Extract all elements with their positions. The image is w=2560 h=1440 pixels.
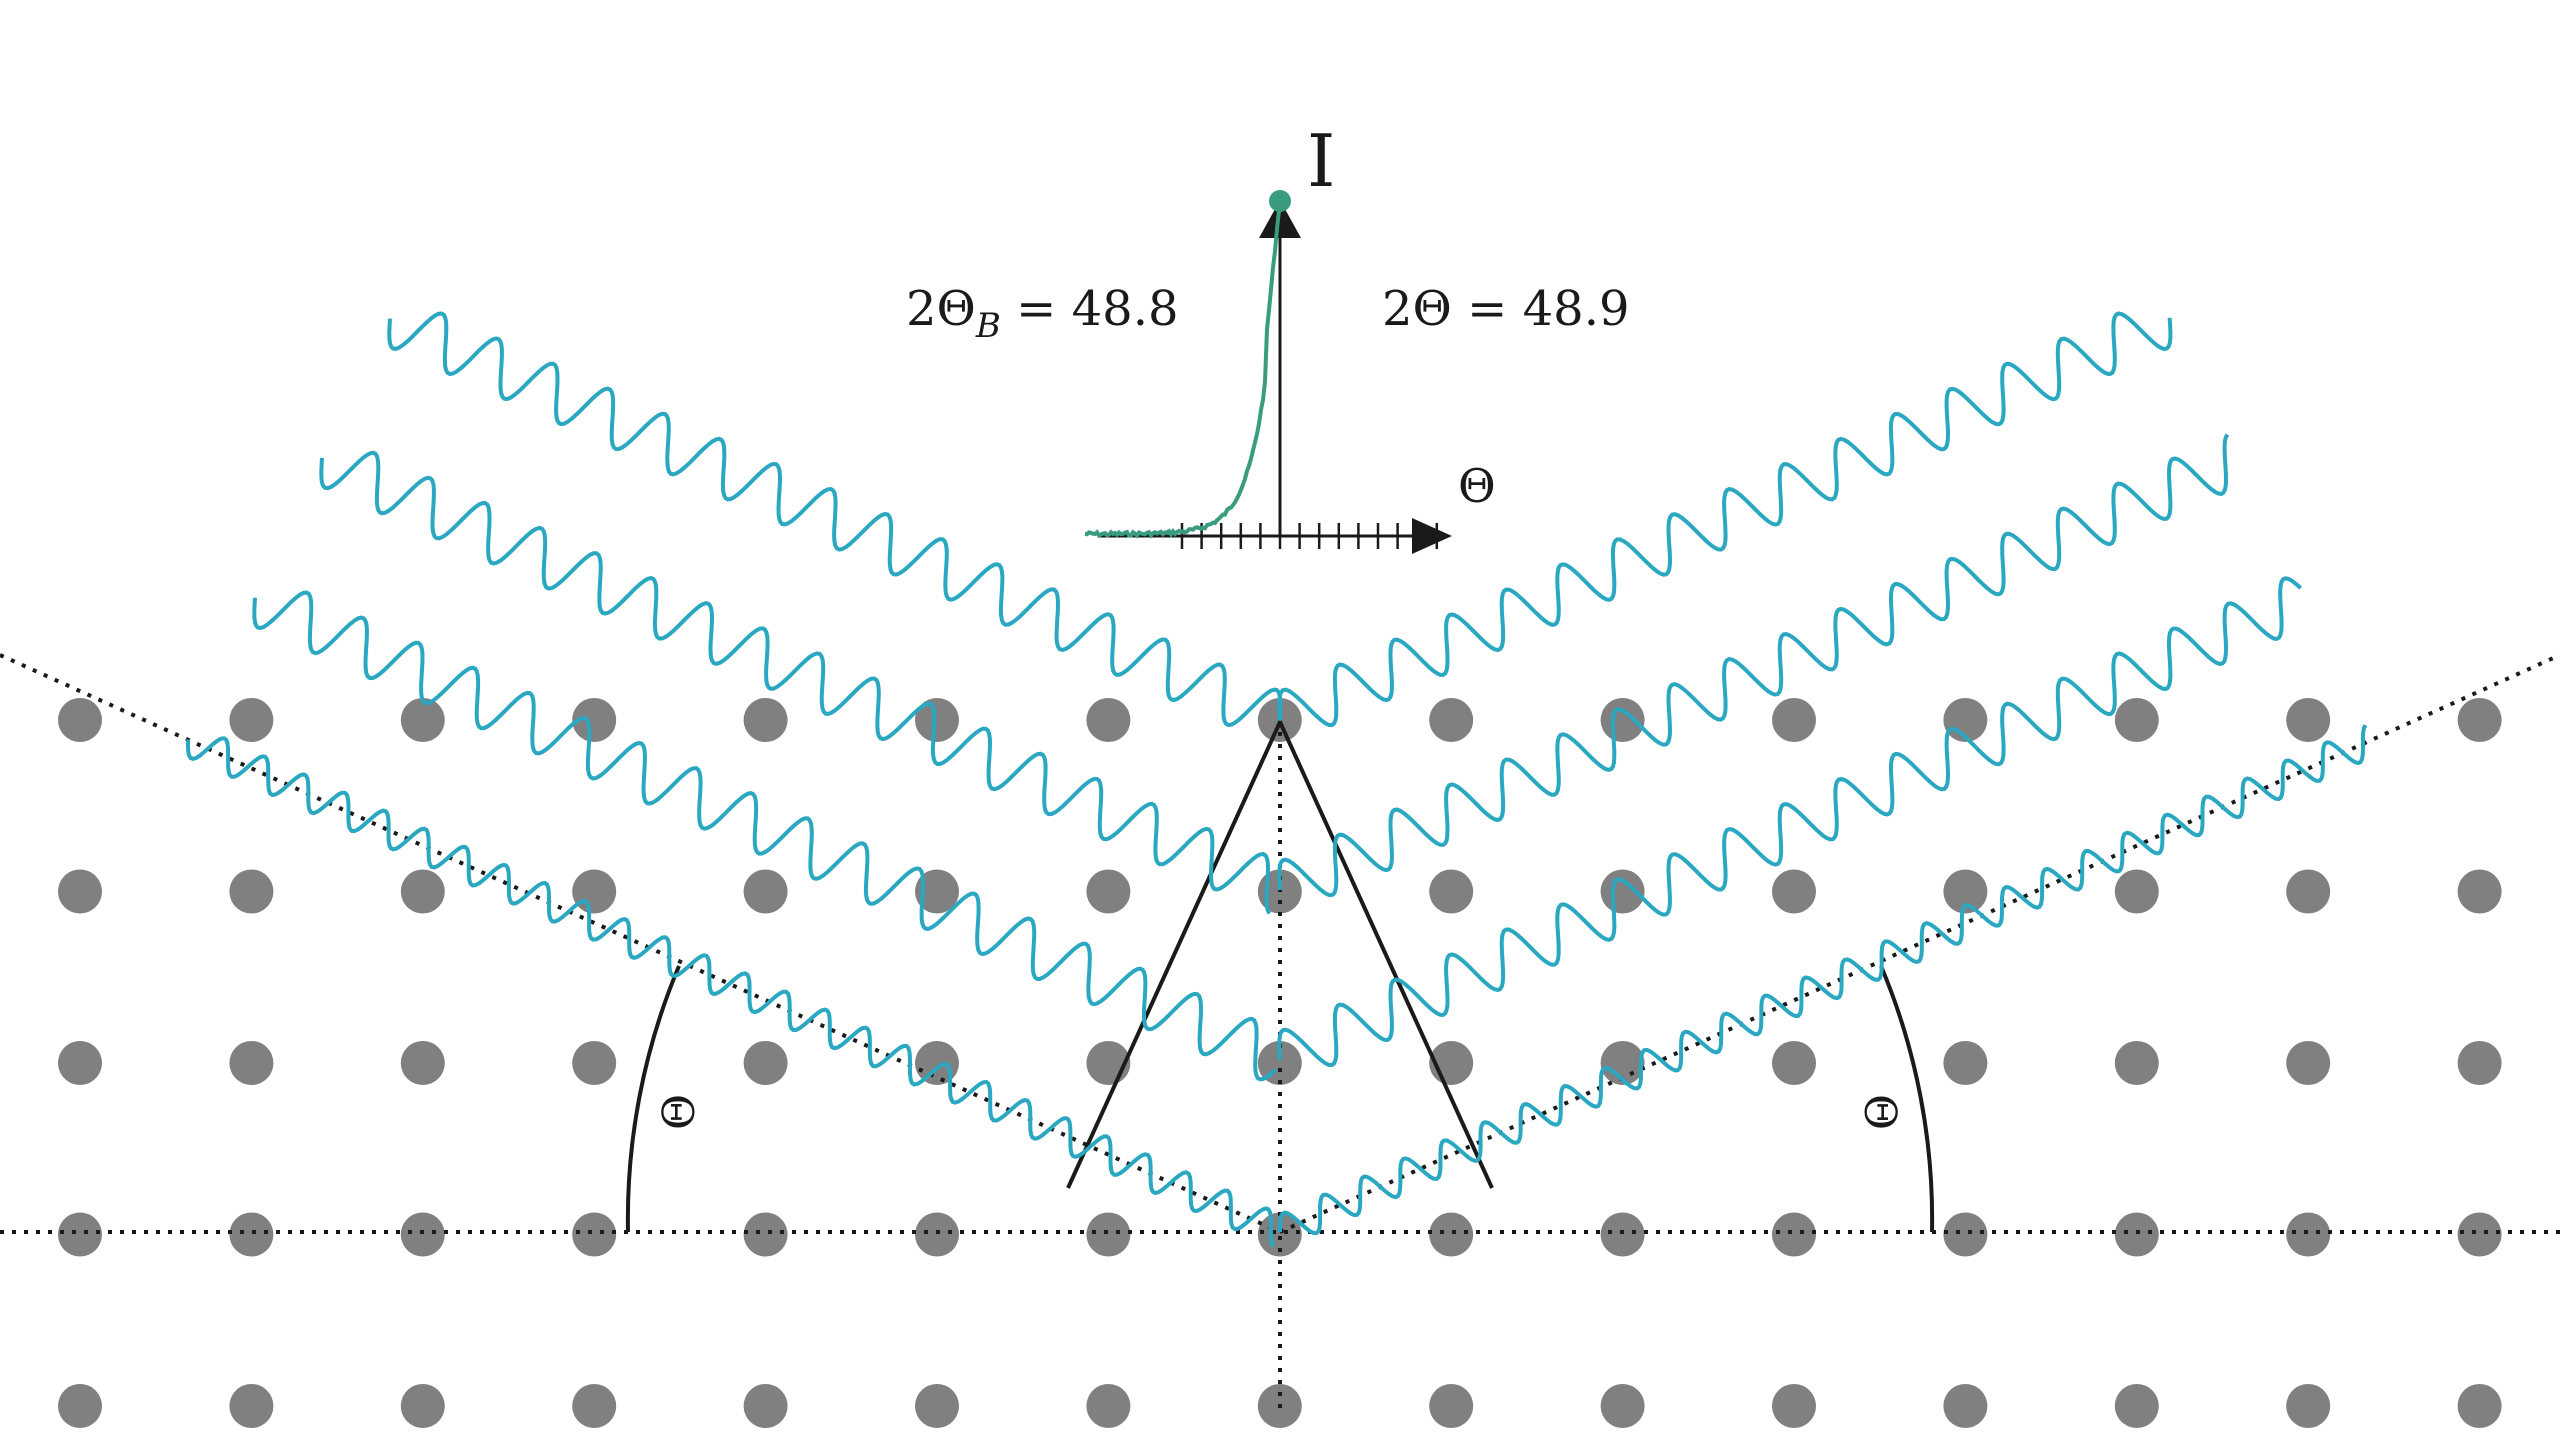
bragg-angle-equation: 2ΘB = 48.8 — [906, 281, 1179, 346]
lattice-atom — [1600, 1212, 1645, 1257]
lattice-atom — [1772, 869, 1816, 914]
reflected-wave — [1277, 311, 2173, 728]
x-ray-waves — [186, 311, 2368, 1248]
lattice-atom — [2114, 869, 2159, 914]
lattice-atom — [2286, 1384, 2331, 1428]
crystal-lattice — [58, 698, 2502, 1428]
lattice-atom — [1086, 698, 1131, 742]
peak-marker — [1269, 190, 1291, 212]
reflected-wave — [1277, 576, 2302, 1068]
lattice-atom — [1772, 698, 1816, 742]
lattice-atom — [1257, 1212, 1302, 1257]
lattice-atom — [743, 1041, 788, 1085]
lattice-atom — [1943, 869, 1988, 914]
lattice-atom — [1943, 1041, 1988, 1085]
lattice-atom — [743, 1212, 788, 1257]
lattice-atom — [2457, 698, 2502, 742]
lattice-atom — [1086, 869, 1131, 914]
lattice-atom — [58, 1384, 102, 1428]
bragg-angle-subscript: B — [975, 306, 1001, 346]
lattice-atom — [58, 1041, 102, 1085]
lattice-atom — [1772, 1384, 1816, 1428]
lattice-atom — [2286, 1041, 2331, 1085]
lattice-atom — [400, 1041, 445, 1085]
incident-wave — [252, 590, 1277, 1082]
cone-line-left — [1066, 721, 1282, 1189]
intensity-inset-plot: I Θ — [1084, 119, 1496, 554]
lattice-atom — [2114, 698, 2159, 742]
lattice-atom — [572, 1041, 617, 1085]
lattice-atom — [1943, 1212, 1988, 1257]
lattice-atom — [915, 698, 959, 742]
lattice-atom — [1943, 1384, 1988, 1428]
lattice-atom — [572, 1384, 617, 1428]
lattice-atom — [400, 698, 445, 742]
reflected-wave — [1278, 724, 2368, 1236]
bragg-angle-equation-main: 2Θ — [906, 281, 976, 337]
incident-wave — [186, 736, 1276, 1248]
angle-label-right: Θ — [1854, 1094, 1905, 1130]
lattice-atom — [915, 1212, 959, 1257]
lattice-atom — [2114, 1384, 2159, 1428]
lattice-atom — [58, 698, 102, 742]
inset-y-axis-label: I — [1307, 119, 1335, 203]
bragg-angle-equation-value: = 48.8 — [1001, 281, 1179, 337]
lattice-atom — [915, 869, 959, 914]
lattice-atom — [2114, 1212, 2159, 1257]
lattice-atom — [2457, 1041, 2502, 1085]
measured-angle-equation: 2Θ = 48.9 — [1382, 281, 1630, 337]
lattice-atom — [743, 1384, 788, 1428]
lattice-atom — [1429, 1212, 1474, 1257]
inset-x-axis-label: Θ — [1458, 459, 1496, 513]
lattice-atom — [2286, 1212, 2331, 1257]
lattice-atom — [400, 1384, 445, 1428]
lattice-atom — [58, 869, 102, 914]
lattice-atom — [1429, 1384, 1474, 1428]
intensity-peak-curve — [1084, 200, 1282, 539]
lattice-atom — [915, 1384, 959, 1428]
lattice-atom — [58, 1212, 102, 1257]
lattice-atom — [2286, 869, 2331, 914]
lattice-atom — [229, 869, 274, 914]
reflection-lines — [0, 653, 2560, 1410]
lattice-atom — [915, 1041, 959, 1085]
angle-arc-left — [625, 965, 681, 1233]
lattice-atom — [400, 1212, 445, 1257]
lattice-atom — [1086, 1384, 1131, 1428]
incident-wave — [319, 450, 1272, 915]
cone-line-right — [1278, 721, 1494, 1189]
lattice-atom — [572, 869, 617, 914]
lattice-atom — [229, 1041, 274, 1085]
lattice-atom — [743, 698, 788, 742]
lattice-atom — [2457, 1384, 2502, 1428]
angle-label-left: Θ — [654, 1094, 705, 1130]
lattice-atom — [1429, 698, 1474, 742]
angle-arc-right — [1879, 965, 1935, 1233]
inset-x-axis-arrowhead — [1412, 518, 1452, 554]
lattice-atom — [229, 1212, 274, 1257]
lattice-atom — [572, 1212, 617, 1257]
lattice-atom — [2114, 1041, 2159, 1085]
lattice-atom — [229, 698, 274, 742]
lattice-atom — [1086, 1212, 1131, 1257]
lattice-atom — [2286, 698, 2331, 742]
lattice-atom — [1772, 1212, 1816, 1257]
lattice-atom — [743, 869, 788, 914]
lattice-atom — [229, 1384, 274, 1428]
reflected-wave — [1277, 433, 2230, 898]
lattice-atom — [2457, 869, 2502, 914]
lattice-atom — [1772, 1041, 1816, 1085]
lattice-atom — [2457, 1212, 2502, 1257]
lattice-atom — [400, 869, 445, 914]
lattice-atom — [1429, 869, 1474, 914]
lattice-atom — [1600, 1384, 1645, 1428]
lattice-atom — [1600, 698, 1645, 742]
incident-wave — [387, 311, 1283, 728]
lattice-atom — [572, 698, 617, 742]
inset-x-axis-ticks — [1180, 523, 1439, 549]
